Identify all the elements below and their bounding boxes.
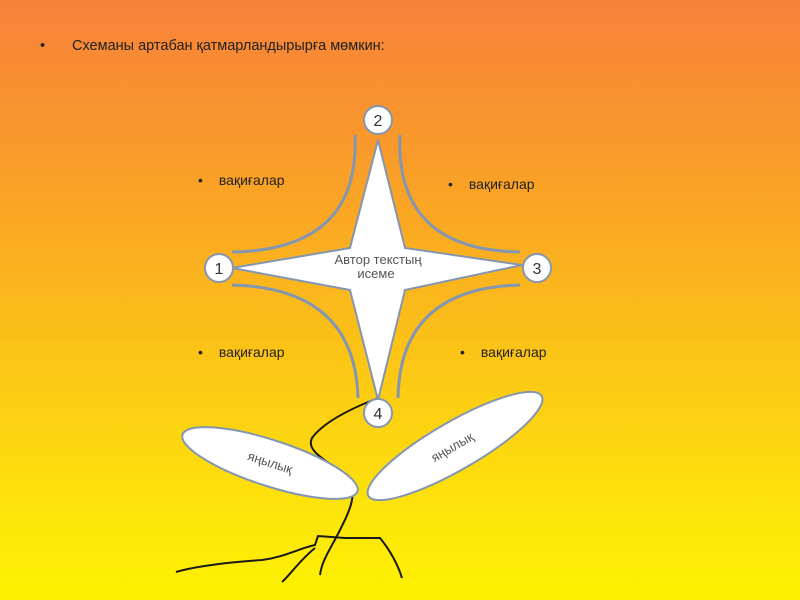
event-label-top-right: • вақиғалар (448, 176, 535, 192)
center-label-line2: исеме (357, 266, 394, 281)
leaf-left: яңылық (181, 426, 359, 500)
node-1: 1 (204, 253, 234, 283)
arc-top-right (398, 134, 521, 254)
node-2-label: 2 (374, 113, 383, 130)
heading-bullet: • (40, 38, 46, 54)
arc-bottom-left (231, 283, 360, 399)
node-4-label: 4 (374, 406, 383, 423)
event-bullet: • (198, 172, 203, 188)
root-line-left (281, 547, 316, 583)
node-3: 3 (522, 253, 552, 283)
node-4: 4 (363, 398, 393, 428)
leaf-right: яңылық (366, 390, 544, 502)
event-label-bottom-left: • вақиғалар (198, 344, 285, 360)
event-bullet: • (460, 344, 465, 360)
arc-bottom-right (396, 283, 521, 399)
heading-text: Схеманы артабан қатмарландырырға мөмкин: (72, 38, 385, 54)
event-label-top-left: • вақиғалар (198, 172, 285, 188)
event-text: вақиғалар (218, 172, 285, 188)
arc-brackets (231, 134, 521, 399)
event-bullet: • (448, 176, 453, 192)
node-2: 2 (363, 105, 393, 135)
node-1-label: 1 (215, 261, 224, 278)
event-label-bottom-right: • вақиғалар (460, 344, 547, 360)
root-line (175, 534, 403, 579)
event-bullet: • (198, 344, 203, 360)
event-text: вақиғалар (480, 344, 547, 360)
node-3-label: 3 (533, 261, 542, 278)
arc-top-left (231, 134, 357, 254)
leaf-right-shape (366, 390, 544, 502)
leaf-left-shape (181, 426, 359, 500)
event-text: вақиғалар (218, 344, 285, 360)
event-text: вақиғалар (468, 176, 535, 192)
center-label-line1: Автор текстың (334, 252, 422, 267)
